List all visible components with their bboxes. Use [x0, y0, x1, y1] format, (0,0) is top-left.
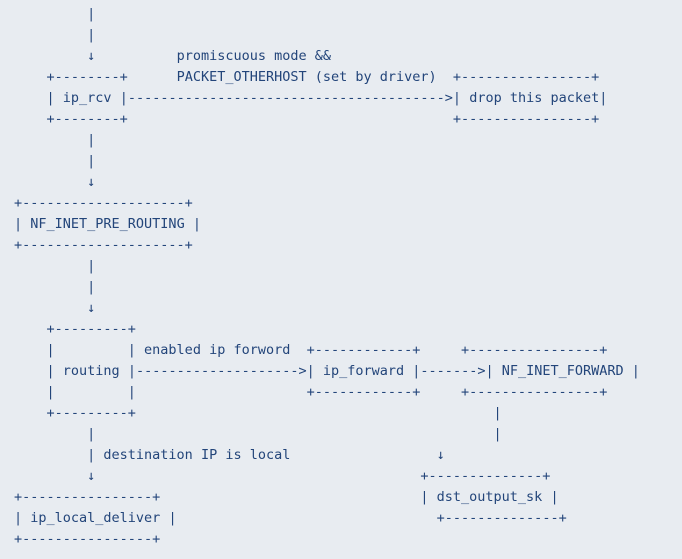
- art-line-21: | destination IP is local ↓: [14, 447, 445, 463]
- edge-label-packet-otherhost: PACKET_OTHERHOST (set by driver): [176, 69, 437, 85]
- box-label-nf-inet-forward: NF_INET_FORWARD: [501, 363, 624, 379]
- art-line-19: +---------+ |: [14, 405, 502, 421]
- box-label-drop-this-packet: drop this packet: [469, 90, 600, 106]
- art-line-25: +----------------+: [14, 531, 161, 547]
- art-line-8: ↓: [14, 174, 96, 190]
- edge-label-promiscuous-mode: promiscuous mode &&: [176, 48, 331, 64]
- art-line-3: +--------+ PACKET_OTHERHOST (set by driv…: [14, 69, 600, 85]
- art-line-23: +----------------+ | dst_output_sk |: [14, 489, 559, 505]
- art-line-7: |: [14, 153, 96, 169]
- art-line-10: | NF_INET_PRE_ROUTING |: [14, 216, 201, 232]
- art-line-0: |: [14, 6, 96, 22]
- art-line-1: |: [14, 27, 96, 43]
- edge-label-destination-ip-is-local: destination IP is local: [103, 447, 291, 463]
- box-label-ip-forward: ip_forward: [322, 363, 405, 379]
- art-line-15: +---------+: [14, 321, 136, 337]
- box-label-dst-output-sk: dst_output_sk: [436, 489, 543, 505]
- art-line-4: | ip_rcv |------------------------------…: [14, 90, 608, 106]
- ascii-art-diagram: | | ↓ promiscuous mode && +--------+ PAC…: [14, 4, 640, 550]
- art-line-13: |: [14, 279, 96, 295]
- box-label-ip-local-deliver: ip_local_deliver: [30, 510, 161, 526]
- art-line-9: +--------------------+: [14, 195, 193, 211]
- box-label-ip-rcv: ip_rcv: [62, 90, 112, 106]
- art-line-6: |: [14, 132, 96, 148]
- art-line-16: | | enabled ip forword +------------+ +-…: [14, 342, 608, 358]
- art-line-18: | | +------------+ +----------------+: [14, 384, 608, 400]
- art-line-2: ↓ promiscuous mode &&: [14, 48, 331, 64]
- art-line-17: | routing |-------------------->| ip_for…: [14, 363, 640, 379]
- art-line-5: +--------+ +----------------+: [14, 111, 600, 127]
- edge-label-enabled-ip-forword: enabled ip forword: [144, 342, 291, 358]
- art-line-11: +--------------------+: [14, 237, 193, 253]
- art-line-24: | ip_local_deliver | +--------------+: [14, 510, 567, 526]
- box-label-routing: routing: [62, 363, 120, 379]
- box-label-nf-inet-pre-routing: NF_INET_PRE_ROUTING: [30, 216, 185, 232]
- art-line-12: |: [14, 258, 96, 274]
- art-line-14: ↓: [14, 300, 96, 316]
- art-line-22: ↓ +--------------+: [14, 468, 551, 484]
- art-line-20: | |: [14, 426, 502, 442]
